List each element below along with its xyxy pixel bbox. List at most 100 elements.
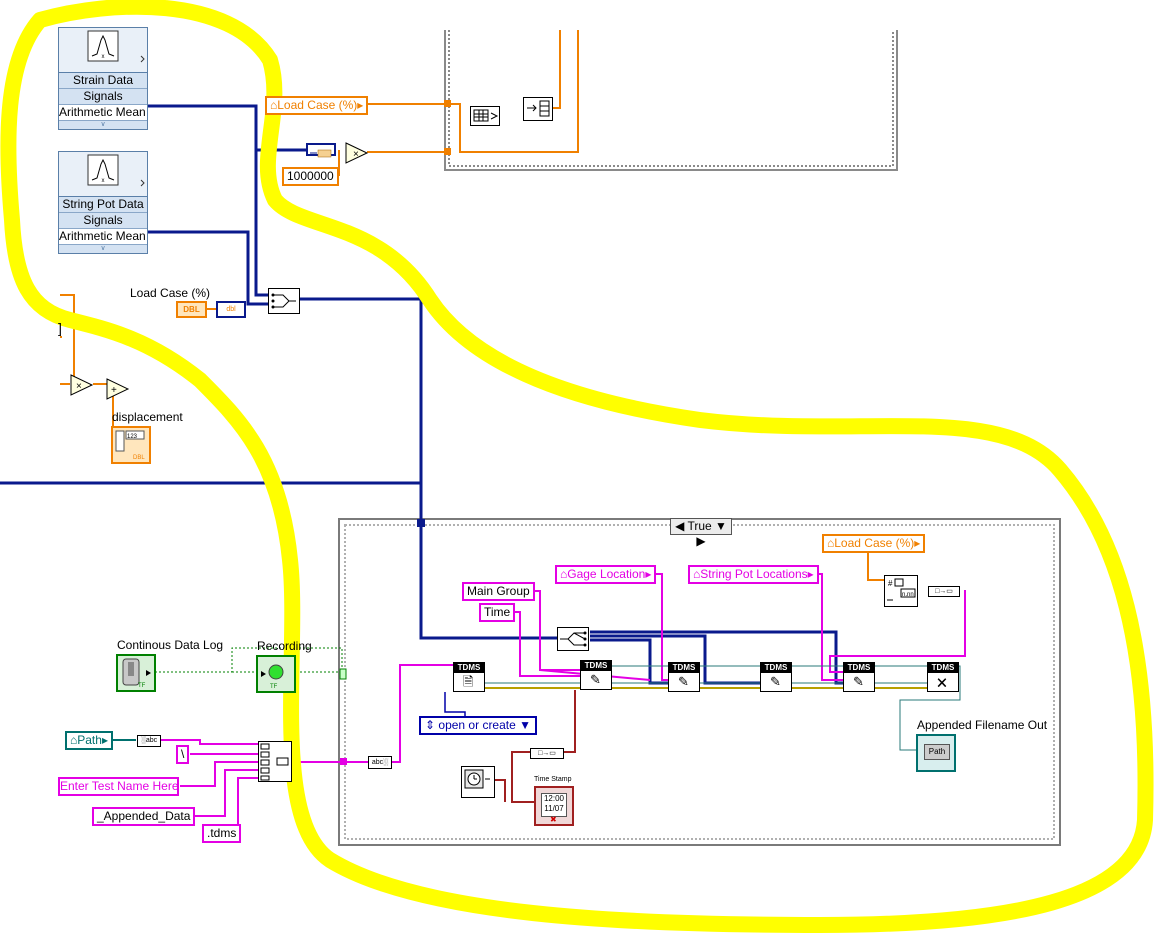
load-case-local-variable-top[interactable]: ⌂Load Case (%)▸ bbox=[265, 96, 369, 115]
loop-tunnel bbox=[444, 148, 451, 155]
chevron-down-icon[interactable]: ∨ bbox=[100, 121, 106, 128]
pencil-icon: ✎ bbox=[678, 674, 689, 689]
string-to-path-node[interactable]: abc░ bbox=[368, 756, 392, 769]
load-case-local-variable-case[interactable]: ⌂Load Case (%)▸ bbox=[822, 534, 926, 553]
strain-data-express-vi[interactable]: x Strain Data Signals Arithmetic Mean ∨ bbox=[58, 27, 148, 130]
case-next-icon[interactable]: ▶ bbox=[696, 534, 706, 548]
express-vi-measure[interactable]: Arithmetic Mean bbox=[59, 229, 147, 245]
path-local-variable[interactable]: ⌂Path▸ bbox=[65, 731, 113, 750]
time-stamp-time: 12:00 bbox=[543, 794, 565, 803]
tdms-write-node-2[interactable]: TDMS ✎ bbox=[668, 662, 700, 692]
merge-icon bbox=[271, 293, 296, 309]
time-constant[interactable]: Time bbox=[479, 603, 516, 622]
tdms-close-node[interactable]: TDMS 🗙 bbox=[927, 662, 959, 692]
appended-data-constant[interactable]: _Appended_Data bbox=[92, 807, 196, 826]
express-vi-title: String Pot Data bbox=[59, 197, 147, 213]
recording-label: Recording bbox=[257, 639, 312, 653]
chevron-down-icon[interactable]: ∨ bbox=[100, 245, 106, 252]
gage-location-label: Gage Location bbox=[567, 567, 646, 581]
svg-text:TF: TF bbox=[138, 683, 146, 689]
pencil-icon: ✎ bbox=[770, 674, 781, 689]
tdms-extension-constant[interactable]: .tdms bbox=[202, 824, 242, 843]
file-close-icon: 🗙 bbox=[937, 674, 947, 689]
path-indicator-display: Path bbox=[924, 744, 950, 760]
string-pot-locations-label: String Pot Locations bbox=[700, 567, 808, 581]
concatenate-strings-node[interactable] bbox=[258, 741, 292, 782]
time-stamp-indicator[interactable]: 12:00 11/07 ✖ bbox=[534, 786, 574, 826]
load-case-terminal[interactable]: DBL bbox=[176, 301, 207, 318]
table-builder-node[interactable] bbox=[470, 106, 500, 126]
multiply-node[interactable]: × bbox=[70, 374, 94, 401]
open-mode-enum[interactable]: ⇕ open or create ▼ bbox=[419, 716, 538, 735]
from-dynamic-data-node[interactable] bbox=[306, 143, 336, 158]
split-signals-node[interactable] bbox=[557, 627, 589, 651]
continuous-log-switch[interactable]: TF bbox=[116, 654, 156, 692]
led-icon: TF bbox=[261, 664, 284, 690]
open-mode-value: open or create bbox=[438, 718, 516, 732]
pencil-icon: ✎ bbox=[853, 674, 864, 689]
tdms-header: TDMS bbox=[844, 663, 874, 673]
svg-text:x: x bbox=[102, 54, 105, 60]
tdms-header: TDMS bbox=[581, 661, 611, 671]
merge-signals-node[interactable] bbox=[268, 288, 300, 314]
path-to-string-node[interactable]: ░abc bbox=[137, 735, 161, 747]
recording-indicator[interactable]: TF bbox=[256, 655, 296, 693]
load-case-label: Load Case (%) bbox=[130, 286, 211, 300]
multiply-top-node[interactable]: × bbox=[345, 142, 369, 169]
load-case-case-label: Load Case (%) bbox=[834, 536, 915, 550]
waveform-icon: x bbox=[59, 152, 147, 197]
tdms-header: TDMS bbox=[928, 663, 958, 673]
tdms-file-wires bbox=[485, 665, 961, 751]
tdms-write-node-1[interactable]: TDMS ✎ bbox=[580, 660, 612, 690]
time-stamp-display: 12:00 11/07 bbox=[541, 793, 567, 817]
svg-text:n.nn: n.nn bbox=[902, 592, 914, 598]
to-dynamic-data-node[interactable]: dbl bbox=[216, 301, 246, 318]
x-icon: ✖ bbox=[550, 815, 557, 824]
add-icon: + bbox=[106, 378, 130, 400]
tdms-header: TDMS bbox=[454, 663, 484, 673]
main-group-constant[interactable]: Main Group bbox=[462, 582, 535, 601]
case-selector[interactable]: ◀ True ▼ ▶ bbox=[670, 518, 732, 548]
add-node[interactable]: + bbox=[106, 378, 130, 405]
backslash-constant[interactable]: \ bbox=[176, 745, 190, 764]
build-array-time-node[interactable]: □→▭ bbox=[530, 748, 564, 759]
tdms-write-node-4[interactable]: TDMS ✎ bbox=[843, 662, 875, 692]
string-pot-data-express-vi[interactable]: x String Pot Data Signals Arithmetic Mea… bbox=[58, 151, 148, 254]
concatenate-icon bbox=[260, 743, 289, 781]
format-number-icon: #n.nn bbox=[887, 578, 916, 601]
table-write-icon bbox=[527, 100, 550, 117]
path-label: Path bbox=[77, 733, 102, 747]
tdms-open-node[interactable]: TDMS 🗎 bbox=[453, 662, 485, 692]
loop-structure-frame bbox=[444, 30, 898, 171]
express-vi-measure[interactable]: Arithmetic Mean bbox=[59, 105, 147, 121]
table-icon bbox=[473, 109, 499, 122]
tdms-write-node-3[interactable]: TDMS ✎ bbox=[760, 662, 792, 692]
append-table-node[interactable] bbox=[523, 97, 553, 121]
multiply-icon: × bbox=[345, 142, 369, 164]
tdms-header: TDMS bbox=[761, 663, 791, 673]
string-pot-locations-local-variable[interactable]: ⌂String Pot Locations▸ bbox=[688, 565, 819, 584]
gage-location-local-variable[interactable]: ⌂Gage Location▸ bbox=[555, 565, 657, 584]
case-prev-icon[interactable]: ◀ bbox=[675, 519, 685, 533]
waveform-icon: x bbox=[59, 28, 147, 73]
get-date-time-node[interactable] bbox=[461, 766, 495, 798]
enum-arrows-icon: ⇕ bbox=[425, 718, 436, 732]
tdms-header: TDMS bbox=[669, 663, 699, 673]
time-stamp-label: Time Stamp bbox=[534, 776, 572, 783]
multiply-icon: × bbox=[70, 374, 94, 396]
svg-text:TF: TF bbox=[270, 684, 278, 690]
appended-filename-out-indicator[interactable]: Path bbox=[916, 734, 956, 772]
build-array-node[interactable]: □→▭ bbox=[928, 586, 960, 597]
string-wires bbox=[160, 573, 966, 830]
case-selector-label: True bbox=[687, 519, 712, 533]
million-constant[interactable]: 1000000 bbox=[282, 167, 339, 186]
chevron-down-icon[interactable]: ▼ bbox=[519, 718, 532, 732]
number-to-string-node[interactable]: #n.nn bbox=[884, 575, 918, 607]
toggle-switch-icon: TF bbox=[122, 658, 151, 689]
test-name-local-variable[interactable]: Enter Test Name Here: bbox=[58, 777, 179, 796]
case-dropdown-icon[interactable]: ▼ bbox=[715, 519, 727, 533]
